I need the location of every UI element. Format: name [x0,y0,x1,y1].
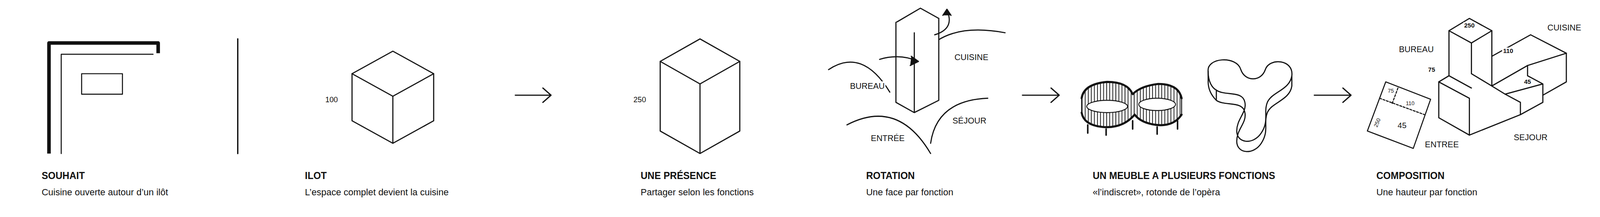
dimension: 45 [1396,121,1408,130]
rotation-volume [828,8,1006,154]
dimension: 75 [1427,66,1437,74]
function-label: ENTREE [1424,139,1460,149]
dimension: 250 [632,95,647,105]
stage-title: COMPOSITION [1375,170,1446,181]
dimension: 250 [1463,22,1476,30]
function-label: BUREAU [1398,44,1435,54]
stage-caption: Cuisine ouverte autour d’un ilôt [40,187,169,198]
function-label: SEJOUR [1512,132,1549,142]
stage-title: SOUHAIT [40,170,86,181]
function-label: CUISINE [953,52,990,62]
function-label: SÉJOUR [951,115,988,125]
stage-title: ILOT [304,170,328,181]
function-label: BUREAU [849,81,886,91]
stage-title: ROTATION [865,170,916,181]
stage-caption: Partager selon les fonctions [640,187,755,198]
stage-title: UNE PRÉSENCE [640,170,718,181]
stage-caption: L’espace complet devient la cuisine [304,187,450,198]
function-label: ENTRÉE [870,133,906,143]
stage-title: UN MEUBLE A PLUSIEURS FONCTIONS [1091,170,1276,181]
plan-composition [1367,81,1431,148]
volume-composition [1438,18,1567,135]
function-label: CUISINE [1546,22,1583,33]
dimension: 75 [1387,87,1395,94]
cube-ilot [352,51,434,144]
plan-souhait [49,38,238,154]
stage-caption: Une hauteur par fonction [1375,187,1478,198]
dimension: 100 [324,95,339,105]
dimension: 45 [1523,78,1533,86]
stage-caption: Une face par fonction [865,187,955,198]
curved-furniture [1207,59,1292,152]
dimension: 110 [1405,100,1416,107]
indiscret-engraving [1081,81,1182,135]
tall-volume [660,38,740,154]
dimension: 110 [1502,47,1514,55]
stage-caption: «l’indiscret», rotonde de l’opèra [1091,187,1221,198]
